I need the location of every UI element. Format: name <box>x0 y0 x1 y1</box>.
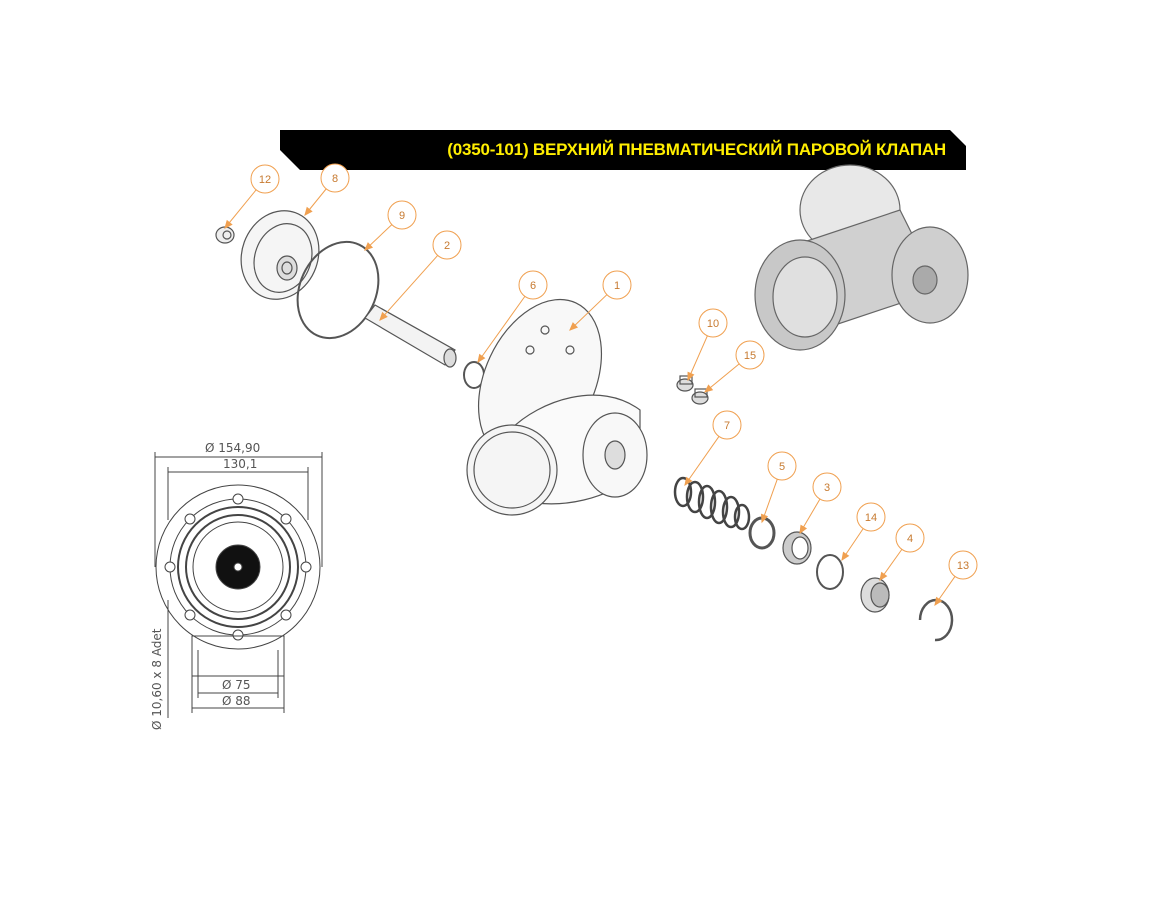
dim-d75: Ø 75 <box>222 678 251 692</box>
callout-leader <box>477 296 526 363</box>
callout-circle <box>432 230 462 260</box>
callout-14: 14 <box>841 502 886 562</box>
callout-label: 10 <box>707 318 719 330</box>
callout-2: 2 <box>379 230 462 321</box>
callout-circle <box>602 270 632 300</box>
callout-leader <box>761 479 778 523</box>
callout-3: 3 <box>799 472 842 535</box>
callout-arrow <box>304 206 313 216</box>
callout-arrow <box>760 513 769 524</box>
callout-arrow <box>364 242 374 251</box>
callout-arrow <box>934 596 943 607</box>
callout-circle <box>320 163 350 193</box>
assembled-valve-render <box>754 164 969 351</box>
callout-circle <box>712 410 742 440</box>
callout-circle <box>387 200 417 230</box>
callout-15: 15 <box>704 340 765 393</box>
callout-circle <box>518 270 548 300</box>
callout-label: 1 <box>614 280 620 292</box>
dimension-drawing <box>154 452 323 718</box>
callout-6: 6 <box>477 270 548 364</box>
callout-arrow <box>799 524 808 535</box>
part-8-cover <box>240 210 320 300</box>
callout-circle <box>767 451 797 481</box>
callout-5: 5 <box>760 451 797 524</box>
callout-arrow <box>684 476 693 487</box>
part-7-spring <box>673 476 751 531</box>
dim-outer-diameter: Ø 154,90 <box>205 441 261 455</box>
dim-d88: Ø 88 <box>222 694 251 708</box>
callout-arrow <box>687 371 695 382</box>
callout-arrow <box>569 322 579 331</box>
callout-label: 2 <box>444 240 450 252</box>
callout-label: 13 <box>957 560 969 572</box>
callout-leader <box>687 335 708 381</box>
page-title: (0350-101) ВЕРХНИЙ ПНЕВМАТИЧЕСКИЙ ПАРОВО… <box>447 140 946 159</box>
callout-10: 10 <box>687 308 728 382</box>
callout-label: 7 <box>724 420 730 432</box>
callout-label: 6 <box>530 280 536 292</box>
callout-label: 14 <box>865 512 877 524</box>
callout-leader <box>569 294 608 331</box>
callout-12: 12 <box>224 164 280 229</box>
callout-label: 15 <box>744 350 756 362</box>
part-3-bushing <box>782 531 812 565</box>
part-9-gasket <box>296 240 380 340</box>
callout-8: 8 <box>304 163 350 216</box>
callout-arrow <box>379 311 388 321</box>
dim-holes: Ø 10,60 x 8 Adet <box>150 628 164 731</box>
callout-leader <box>224 189 257 229</box>
part-4-plug <box>860 577 890 613</box>
part-10-fitting <box>676 375 694 392</box>
callout-13: 13 <box>934 550 978 607</box>
callout-arrow <box>704 384 714 393</box>
part-12-nut <box>215 226 235 244</box>
callout-arrow <box>477 353 486 364</box>
callout-4: 4 <box>879 523 925 582</box>
callout-circle <box>812 472 842 502</box>
callout-circle <box>698 308 728 338</box>
callout-arrow <box>841 551 850 562</box>
callout-label: 8 <box>332 173 338 185</box>
callout-leader <box>379 255 439 321</box>
part-15-fitting <box>691 388 709 405</box>
callout-label: 3 <box>824 482 830 494</box>
part-14-oring <box>816 554 844 590</box>
callout-circle <box>856 502 886 532</box>
callout-circle <box>895 523 925 553</box>
part-2-shaft <box>364 304 457 368</box>
callout-label: 4 <box>907 533 913 545</box>
callout-label: 12 <box>259 174 271 186</box>
callout-9: 9 <box>364 200 417 251</box>
callout-circle <box>948 550 978 580</box>
callout-leader <box>684 436 720 486</box>
callout-7: 7 <box>684 410 742 487</box>
callout-circle <box>250 164 280 194</box>
callout-1: 1 <box>569 270 632 331</box>
part-13-circlip <box>918 598 954 642</box>
callout-label: 9 <box>399 210 405 222</box>
part-1-body <box>466 298 648 516</box>
callout-arrow <box>879 571 888 582</box>
dim-bolt-circle: 130,1 <box>223 457 258 471</box>
callout-arrow <box>224 219 233 229</box>
title-banner <box>280 130 966 170</box>
callout-label: 5 <box>779 461 785 473</box>
callout-circle <box>735 340 765 370</box>
